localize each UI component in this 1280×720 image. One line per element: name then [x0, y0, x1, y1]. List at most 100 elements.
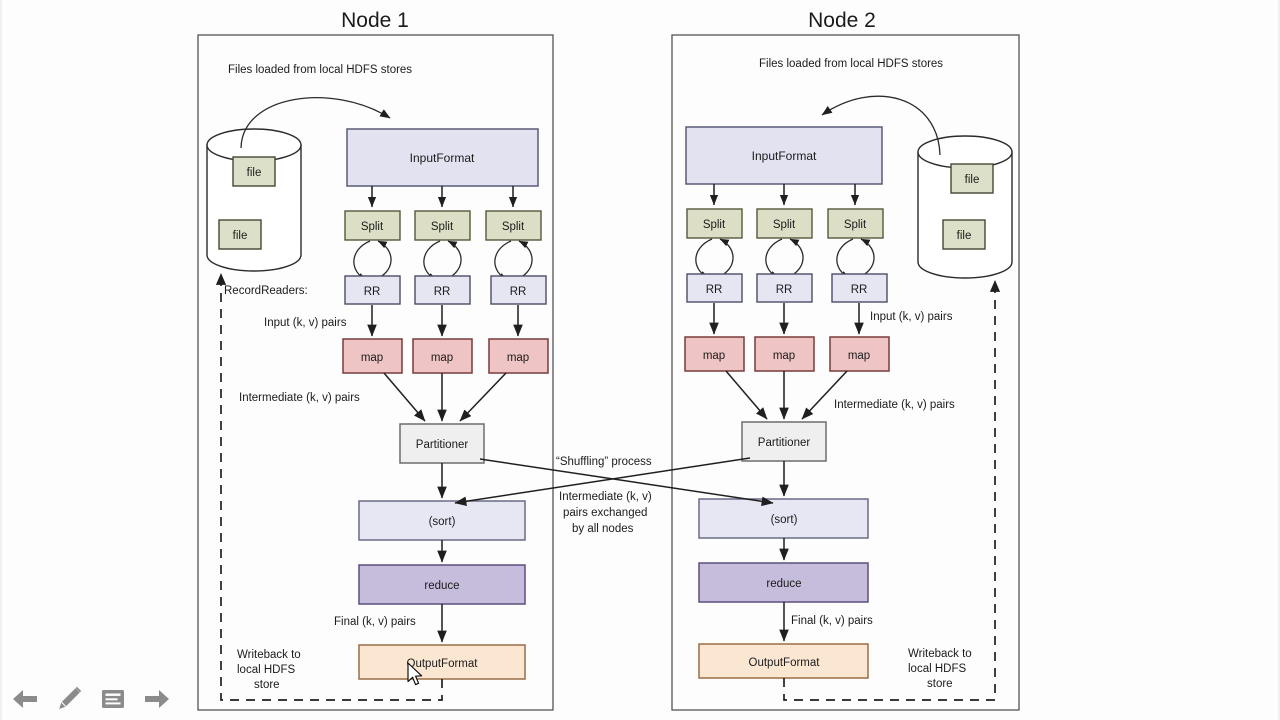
node-2-writeback-line-2: local HDFS: [908, 663, 966, 675]
node-2-files-loaded-label: Files loaded from local HDFS stores: [759, 58, 943, 70]
node-2-split-rr-loop-1a: [695, 238, 713, 279]
node-2-file-box-1: file: [950, 163, 994, 194]
node-2-inputformat-box[interactable]: InputFormat: [685, 126, 883, 185]
node-1-split-rr-loop-1b: [373, 240, 392, 281]
node-2-writeback-line-1: Writeback to: [908, 648, 972, 660]
node-1-split-box-2[interactable]: Split: [414, 210, 471, 241]
node-1-file-box-2: file: [218, 219, 262, 250]
node-2-final-pairs-label: Final (k, v) pairs: [791, 615, 873, 627]
node-1-rr-box-2[interactable]: RR: [414, 275, 471, 305]
split-label: Split: [361, 221, 384, 233]
node-2-split-rr-loop-3b: [856, 238, 875, 279]
node-1-map-box-1[interactable]: map: [342, 338, 403, 374]
node-1-map-partitioner-connector-1: [383, 372, 426, 422]
node-2-file-box-2: file: [942, 219, 986, 250]
file-label: file: [965, 174, 980, 186]
node-1-map-box-2[interactable]: map: [412, 338, 473, 374]
node-2-hdfs-store: [917, 135, 1013, 279]
rr-label: RR: [851, 284, 868, 296]
rr-label: RR: [776, 284, 793, 296]
node-1-inputformat-box[interactable]: InputFormat: [346, 128, 539, 187]
pencil-icon[interactable]: [54, 684, 84, 714]
partitioner-label: Partitioner: [416, 439, 469, 451]
node-2-map-box-2[interactable]: map: [754, 336, 815, 372]
node-2-split-box-1[interactable]: Split: [686, 208, 743, 239]
node-2-intermediate-pairs-label: Intermediate (k, v) pairs: [834, 399, 955, 411]
node-1-partitioner-box[interactable]: Partitioner: [399, 423, 485, 464]
node-1-split-box-3[interactable]: Split: [485, 210, 542, 241]
shuffle-desc-line-3: by all nodes: [572, 523, 634, 535]
node-1-title: Node 1: [341, 9, 409, 32]
node-1-split-rr-loop-1a: [353, 240, 371, 281]
split-label: Split: [844, 219, 867, 231]
node-1-map-box-3[interactable]: map: [488, 338, 549, 374]
notes-icon[interactable]: [98, 684, 128, 714]
player-toolbar: [10, 684, 172, 714]
node-1-writeback-line-1: Writeback to: [237, 649, 301, 661]
node-2-outputformat-box[interactable]: OutputFormat: [698, 643, 869, 679]
file-label: file: [233, 230, 248, 242]
split-label: Split: [703, 219, 726, 231]
node-1-split-rr-loop-2a: [423, 240, 441, 281]
map-label: map: [848, 350, 870, 362]
map-label: map: [361, 352, 383, 364]
reduce-label: reduce: [766, 578, 801, 590]
node-1-intermediate-pairs-label: Intermediate (k, v) pairs: [239, 392, 360, 404]
map-label: map: [703, 350, 725, 362]
partitioner-label: Partitioner: [758, 437, 811, 449]
node-1-final-pairs-label: Final (k, v) pairs: [334, 616, 416, 628]
inputformat-label: InputFormat: [752, 149, 817, 163]
node-1-sort-box[interactable]: (sort): [358, 500, 526, 541]
outputformat-label: OutputFormat: [749, 657, 821, 669]
node-2-map-partitioner-connector-1: [725, 370, 768, 420]
rr-label: RR: [364, 286, 381, 298]
node-1-outputformat-box[interactable]: OutputFormat: [358, 644, 526, 680]
node-2-title: Node 2: [808, 9, 876, 32]
node-1-split-rr-loop-3a: [494, 240, 512, 281]
node-2-partitioner-box[interactable]: Partitioner: [741, 421, 827, 462]
node-2-split-rr-loop-3a: [836, 238, 854, 279]
node-1-writeback-line-3: store: [254, 679, 280, 691]
node-2-split-box-3[interactable]: Split: [827, 208, 884, 239]
shuffle-arrow-node2-to-node1: [454, 457, 751, 507]
map-label: map: [773, 350, 795, 362]
node-1-rr-box-3[interactable]: RR: [490, 275, 547, 305]
arrow-left-icon[interactable]: [10, 684, 40, 714]
node-1-split-rr-loop-3b: [514, 240, 533, 281]
rr-label: RR: [434, 286, 451, 298]
inputformat-label: InputFormat: [410, 151, 475, 165]
split-label: Split: [773, 219, 796, 231]
node-2-sort-box[interactable]: (sort): [698, 498, 869, 539]
file-label: file: [247, 167, 262, 179]
node-1-frame: [197, 34, 554, 711]
node-2-rr-box-2[interactable]: RR: [756, 273, 813, 303]
node-2-reduce-box[interactable]: reduce: [698, 562, 869, 603]
node-2-split-rr-loop-2b: [785, 238, 804, 279]
outputformat-label: OutputFormat: [407, 658, 479, 670]
node-2-map-box-1[interactable]: map: [684, 336, 745, 372]
map-label: map: [507, 352, 529, 364]
node-2-map-box-3[interactable]: map: [829, 336, 890, 372]
node-1-split-box-1[interactable]: Split: [344, 210, 401, 241]
node-1-reduce-box[interactable]: reduce: [358, 564, 526, 605]
split-label: Split: [502, 221, 525, 233]
node-2-split-rr-loop-2a: [765, 238, 783, 279]
shuffle-desc-line-1: Intermediate (k, v): [559, 491, 652, 503]
node-2-load-arrow: [821, 95, 941, 156]
node-1-load-arrow: [240, 97, 391, 149]
sort-label: (sort): [429, 516, 456, 528]
arrow-right-icon[interactable]: [142, 684, 172, 714]
node-1-split-rr-loop-2b: [443, 240, 462, 281]
split-label: Split: [431, 221, 454, 233]
node-2-rr-box-1[interactable]: RR: [686, 273, 743, 303]
node-1-recordreaders-label: RecordReaders:: [224, 285, 308, 297]
node-2-writeback-line-3: store: [927, 678, 953, 690]
node-1-rr-box-1[interactable]: RR: [344, 275, 401, 305]
node-2-split-box-2[interactable]: Split: [756, 208, 813, 239]
reduce-label: reduce: [424, 580, 459, 592]
sort-label: (sort): [771, 514, 798, 526]
node-2-split-rr-loop-1b: [715, 238, 734, 279]
node-1-file-box-1: file: [232, 156, 276, 187]
node-2-rr-box-3[interactable]: RR: [831, 273, 888, 303]
node-2-frame: [671, 34, 1020, 711]
